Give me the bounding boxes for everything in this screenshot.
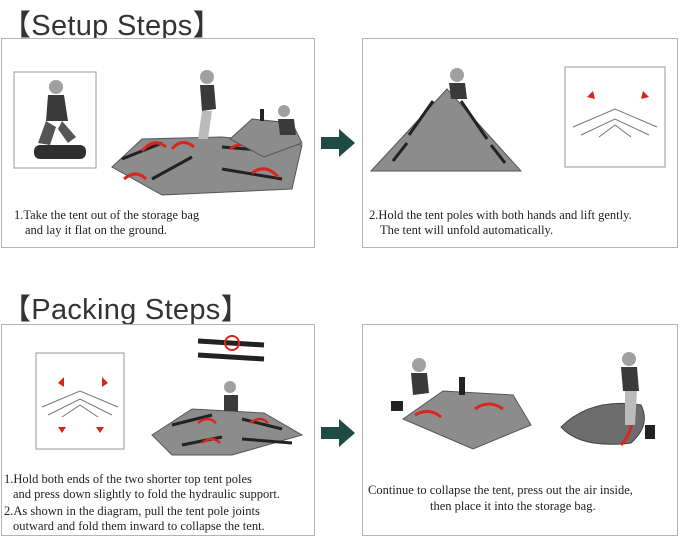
- setup-step2-panel: 2.Hold the tent poles with both hands an…: [362, 38, 678, 248]
- next-arrow-icon: [321, 419, 355, 447]
- packing-step1-illustration: [35, 335, 304, 456]
- packing-heading: 【Packing Steps】: [2, 294, 250, 326]
- packing-step2-caption-line1: Continue to collapse the tent, press out…: [368, 483, 633, 497]
- setup-step2-caption-line1: 2.Hold the tent poles with both hands an…: [369, 208, 632, 222]
- packing-step2-caption-line2: then place it into the storage bag.: [430, 499, 596, 513]
- packing-step1-caption-line4: outward and fold them inward to collapse…: [13, 519, 265, 533]
- packing-step1-caption-line1: 1.Hold both ends of the two shorter top …: [4, 472, 252, 486]
- setup-step1-panel: 1.Take the tent out of the storage bag a…: [1, 38, 315, 248]
- packing-step1-caption-line3: 2.As shown in the diagram, pull the tent…: [4, 504, 260, 518]
- setup-step1-caption-line1: 1.Take the tent out of the storage bag: [14, 208, 200, 222]
- packing-step1-caption-line2: and press down slightly to fold the hydr…: [13, 487, 280, 501]
- setup-step2-caption-line2: The tent will unfold automatically.: [380, 223, 554, 237]
- packing-step2-illustration: [391, 352, 655, 450]
- setup-step2-illustration: [369, 66, 666, 172]
- packing-step1-panel: 1.Hold both ends of the two shorter top …: [1, 324, 315, 536]
- packing-step2-panel: Continue to collapse the tent, press out…: [362, 324, 678, 536]
- next-arrow-icon: [321, 129, 355, 157]
- setup-heading: 【Setup Steps】: [2, 10, 222, 42]
- setup-step1-illustration: [13, 70, 303, 196]
- setup-step1-caption-line2: and lay it flat on the ground.: [25, 223, 167, 237]
